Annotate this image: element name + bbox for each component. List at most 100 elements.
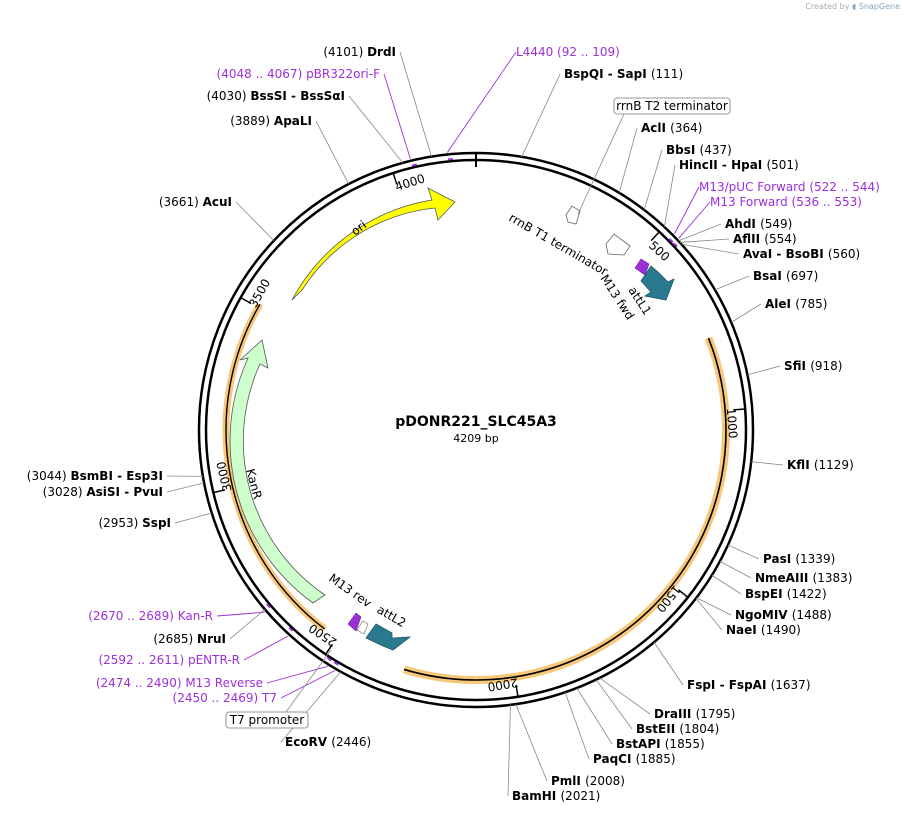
site-name: DrdI — [367, 45, 396, 59]
m13-fwd-arrow — [634, 258, 650, 276]
site-leader-line — [174, 512, 212, 524]
primer-leader-line — [678, 201, 711, 239]
site-leader-line — [564, 692, 590, 760]
site-name: AleI — [765, 297, 795, 311]
site-label: (4030) BssSI - BssSαI — [207, 89, 345, 103]
primer-label: L4440 (92 .. 109) — [516, 45, 620, 59]
site-position: (1804) — [679, 722, 719, 736]
site-label: (3044) BsmBI - Esp3I — [27, 469, 163, 483]
tick-mark — [240, 296, 252, 305]
site-label: (3889) ApaLI — [230, 114, 312, 128]
site-name: NmeAIII — [755, 571, 813, 585]
boxed-label-text: rrnB T2 terminator — [616, 99, 728, 113]
site-label: NgoMIV (1488) — [735, 608, 832, 622]
tick-label: 3000 — [214, 460, 235, 493]
primer-leader-line — [446, 51, 517, 153]
site-position: (1637) — [771, 678, 811, 692]
site-label: (4101) DrdI — [323, 45, 396, 59]
site-name: BsmBI - Esp3I — [71, 469, 163, 483]
site-label: BspEI (1422) — [745, 587, 827, 601]
site-position: (111) — [651, 67, 683, 81]
site-leader-line — [714, 275, 750, 291]
site-name: PmlI — [551, 774, 585, 788]
attl2-arrow — [365, 623, 412, 651]
site-name: BspQI - SapI — [564, 67, 651, 81]
site-position: (1129) — [814, 458, 854, 472]
site-position: (1422) — [787, 587, 827, 601]
site-name: ApaLI — [274, 114, 312, 128]
site-position: (3028) — [43, 485, 87, 499]
site-position: (1490) — [761, 623, 801, 637]
site-leader-line — [751, 461, 784, 466]
insert-line — [403, 337, 727, 681]
site-leader-line — [653, 642, 684, 686]
primer-name: Kan-R — [178, 609, 213, 623]
site-position: (554) — [764, 232, 796, 246]
site-position: (2685) — [153, 632, 197, 646]
site-leader-line — [235, 201, 275, 241]
site-leader-line — [229, 609, 266, 640]
site-leader-line — [599, 677, 651, 715]
site-label: PaqCI (1885) — [593, 752, 676, 766]
primer-position: (2450 .. 2469) — [173, 691, 263, 705]
site-label: AleI (785) — [765, 297, 827, 311]
primer-name: M13 Forward — [710, 195, 792, 209]
site-label: FspI - FspAI (1637) — [687, 678, 811, 692]
site-name: BbsI — [666, 143, 700, 157]
site-position: (549) — [760, 217, 792, 231]
site-label: (3028) AsiSI - PvuI — [43, 485, 163, 499]
site-label: HincII - HpaI (501) — [679, 158, 799, 172]
site-position: (1855) — [665, 737, 705, 751]
tick-mark — [650, 231, 660, 242]
site-position: (2953) — [98, 516, 142, 530]
site-label: KflI (1129) — [787, 458, 854, 472]
primer-leader-line — [280, 670, 335, 699]
site-leader-line — [711, 574, 742, 595]
site-position: (697) — [786, 269, 818, 283]
site-name: DraIII — [654, 707, 696, 721]
site-label: PmlI (2008) — [551, 774, 625, 788]
credit-brand: SnapGene — [858, 2, 900, 11]
plasmid-name: pDONR221_SLC45A3 — [395, 414, 557, 430]
boxed-label-leader — [285, 649, 332, 713]
tick-label: 1000 — [724, 407, 740, 439]
site-name: AsiSI - PvuI — [86, 485, 163, 499]
primer-site-mark — [326, 656, 332, 662]
site-leader-line — [280, 671, 342, 743]
site-position: (3889) — [230, 114, 274, 128]
tick-label: 2000 — [487, 675, 519, 694]
site-name: BsaI — [753, 269, 786, 283]
snapgene-logo-icon: ◖ — [851, 2, 857, 11]
primer-label: (2670 .. 2689) Kan-R — [88, 609, 213, 623]
insert-layer — [222, 302, 730, 684]
site-label: AclI (364) — [641, 121, 702, 135]
label-layer: (4101) DrdI (4030) BssSI - BssSαI (3889) A… — [27, 45, 880, 803]
site-label: EcoRV (2446) — [285, 735, 371, 749]
tick-mark — [213, 489, 226, 494]
site-label: BsaI (697) — [753, 269, 818, 283]
site-position: (1339) — [795, 552, 835, 566]
insert-highlight — [402, 336, 730, 684]
site-position: (3661) — [159, 195, 203, 209]
rrnb-t1-label: rrnB T1 terminator — [507, 210, 611, 278]
boxed-label-frame — [225, 711, 309, 729]
site-name: KflI — [787, 458, 814, 472]
site-name: SspI — [142, 516, 171, 530]
primer-label: (2450 .. 2469) T7 — [173, 691, 277, 705]
site-label: BbsI (437) — [666, 143, 732, 157]
site-position: (4101) — [323, 45, 367, 59]
site-name: AclI — [641, 121, 670, 135]
primer-leader-line — [674, 186, 700, 235]
rrnb-t2-arrow — [565, 205, 581, 225]
primer-position: (2474 .. 2490) — [96, 676, 186, 690]
site-name: AhdI — [725, 217, 760, 231]
site-label: DraIII (1795) — [654, 707, 735, 721]
site-position: (437) — [700, 143, 732, 157]
site-label: BstEII (1804) — [636, 722, 719, 736]
site-leader-line — [507, 704, 511, 797]
site-label: (2685) NruI — [153, 632, 226, 646]
site-position: (2021) — [560, 789, 600, 803]
primer-label: (2474 .. 2490) M13 Reverse — [96, 676, 263, 690]
site-leader-line — [678, 223, 722, 242]
